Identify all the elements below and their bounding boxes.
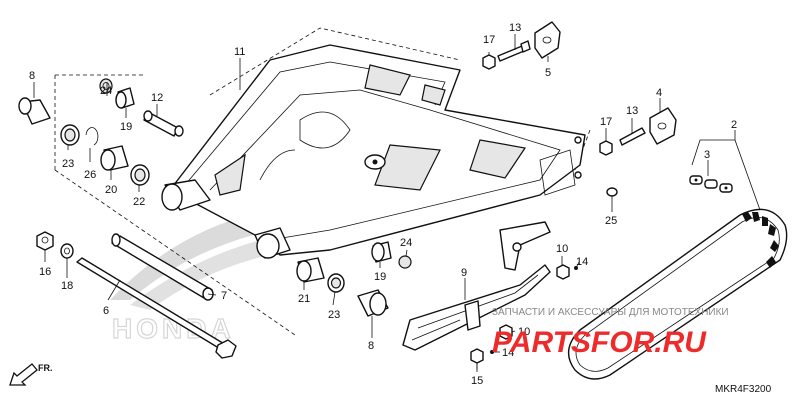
part-17-nut-right [599,140,613,156]
callout-15: 15 [471,375,483,387]
part-24-seal-top [99,78,113,94]
callout-19-top: 19 [120,121,132,133]
callout-13-right: 13 [626,105,638,117]
part-26-circlip [85,127,99,146]
callout-19-lower: 19 [374,271,386,283]
part-19-bearing-lower [371,241,392,263]
callout-7: 7 [221,290,227,302]
part-5-block [534,21,561,59]
part-8-bushing-top [18,97,51,125]
callout-8-lower: 8 [368,340,374,352]
bracket-left-group [54,74,145,170]
callout-14-lower: 14 [502,347,514,359]
callout-26: 26 [84,169,96,181]
callout-17-right: 17 [600,116,612,128]
part-20-bearing [100,145,129,171]
part-2-drive-chain [567,208,788,380]
callout-8-top: 8 [29,70,35,82]
part-6-pivot-bolt [76,257,237,359]
part-14-bolt-upper [574,261,580,270]
callout-10-upper: 10 [556,243,568,255]
callout-14-upper: 14 [576,256,588,268]
part-4-block [649,107,677,145]
watermark-brand: PARTSFOR.RU [492,326,707,359]
callout-23-left: 23 [62,158,74,170]
callout-11: 11 [234,46,245,58]
part-23-seal-left [60,124,80,146]
part-8-bushing-lower [357,289,389,317]
diagram-code: MKR4F3200 [715,384,772,395]
callout-17-top: 17 [483,34,495,46]
part-19-bearing-top [115,87,135,109]
part-13-bolt-top [497,40,531,62]
watermark-caption: ЗАПЧАСТИ И АКСЕССУАРЫ ДЛЯ МОТОТЕХНИКИ [492,307,729,318]
part-22-seal [130,164,150,186]
part-21-bearing [296,257,325,283]
callout-18: 18 [61,280,73,292]
part-25-screw [606,187,618,204]
partsfor-watermark: ЗАПЧАСТИ И АКСЕССУАРЫ ДЛЯ МОТОТЕХНИКИ PA… [492,307,729,359]
part-12-collar [143,110,184,137]
callout-9: 9 [461,267,467,279]
part-13-bolt-right [619,127,646,146]
callout-3: 3 [704,149,710,161]
part-16-nut [36,231,54,251]
leader-lines [44,34,761,372]
part-7-pivot-collar [111,233,214,301]
callout-12: 12 [151,92,163,104]
callout-13-top: 13 [509,22,521,34]
callout-10-lower: 10 [518,326,530,338]
callout-6: 6 [103,305,109,317]
part-24-seal-lower [398,255,412,269]
part-14-bolt-lower [490,350,500,354]
direction-label: FR. [38,363,53,373]
part-18-washer [60,243,74,259]
callout-labels: 2 3 4 5 6 7 8 8 9 10 10 11 12 13 13 14 1… [29,22,737,387]
front-direction-arrow: FR. [9,363,53,386]
part-3-master-link [689,175,733,193]
callout-24-top: 24 [100,85,112,97]
arrow-icon [9,363,38,386]
callout-20: 20 [105,184,117,196]
callout-22: 22 [133,196,145,208]
callout-24-lower: 24 [400,237,412,249]
bracket-top-group [209,27,461,96]
callout-16: 16 [39,266,51,278]
callout-2: 2 [731,119,737,131]
part-10-nut-upper [556,264,570,280]
part-17-nut-top [482,54,496,70]
callout-4: 4 [656,87,662,99]
callout-23-lower: 23 [328,309,340,321]
part-23-seal-lower [327,273,345,293]
callout-5: 5 [545,67,551,79]
swingarm-body [161,44,586,259]
callout-21: 21 [298,293,310,305]
part-10-nut-lower [499,324,513,340]
part-9-chain-slider [402,221,551,351]
callout-25: 25 [605,215,617,227]
